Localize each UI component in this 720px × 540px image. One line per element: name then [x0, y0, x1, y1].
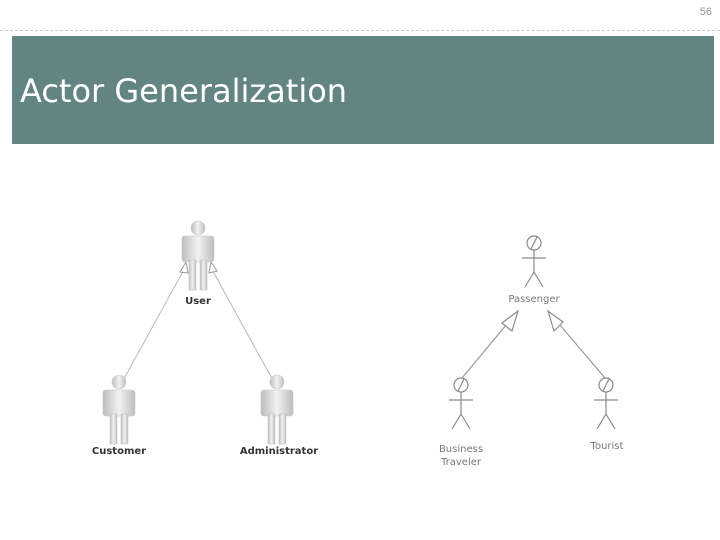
slide-title: Actor Generalization	[20, 72, 348, 110]
actor-label-business-traveler-line-1: Business	[439, 444, 483, 455]
actor-label-customer: Customer	[92, 446, 146, 457]
person-silhouette-icon	[102, 374, 136, 445]
title-bar: Actor Generalization	[12, 36, 714, 144]
generalization-arrowhead-administrator	[208, 260, 218, 274]
generalization-line-tourist	[553, 317, 606, 379]
generalization-arrowhead-business-traveler	[501, 309, 520, 333]
stick-figure-icon	[449, 377, 473, 430]
header-rule	[0, 30, 720, 31]
stick-figure-icon	[594, 377, 618, 430]
right-diagram: Passenger Business Traveler To	[439, 235, 624, 468]
actor-label-user: User	[185, 296, 211, 307]
generalization-line-customer	[119, 265, 187, 387]
page-number: 56	[699, 6, 712, 18]
generalization-line-business-traveler	[461, 317, 513, 379]
actor-label-administrator: Administrator	[240, 446, 318, 457]
left-diagram: User Customer Administrator	[92, 220, 318, 457]
generalization-line-administrator	[209, 265, 276, 385]
person-silhouette-icon	[181, 220, 215, 291]
generalization-arrowhead-tourist	[546, 309, 564, 333]
actor-label-passenger: Passenger	[508, 294, 560, 305]
person-silhouette-icon	[260, 374, 294, 445]
actor-label-business-traveler-line-2: Traveler	[440, 457, 482, 468]
stick-figure-icon	[522, 235, 546, 288]
generalization-arrowhead-customer	[179, 260, 189, 274]
actor-label-tourist: Tourist	[590, 441, 624, 452]
